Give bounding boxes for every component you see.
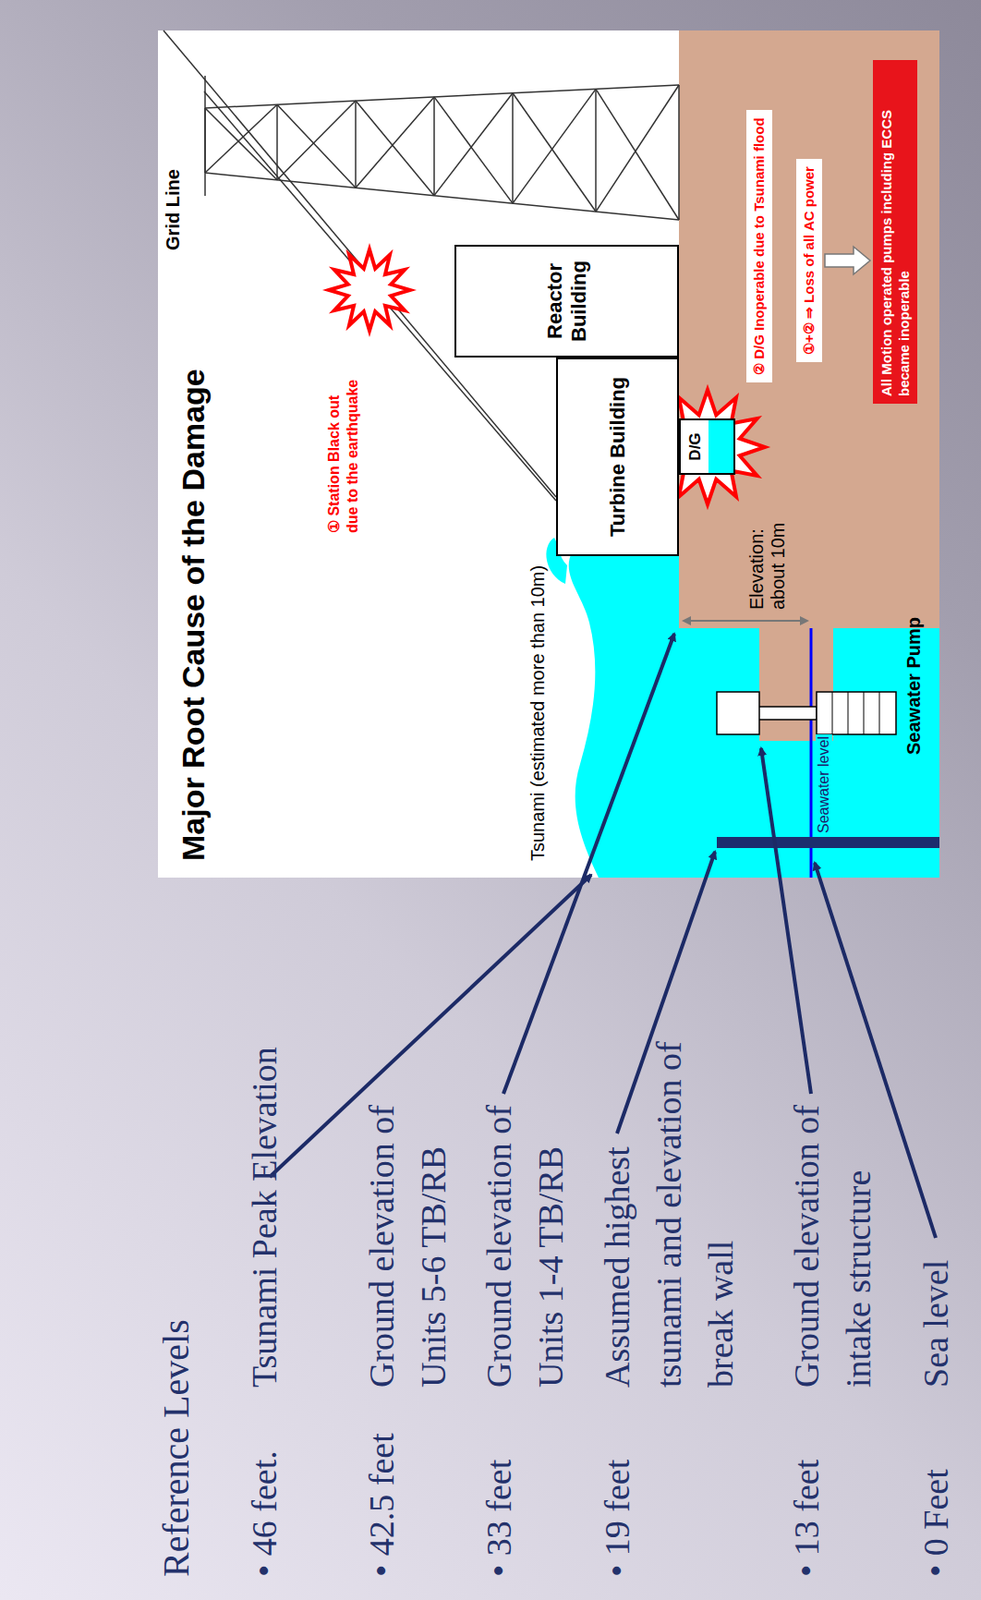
level-value: • 46 feet. [238, 1450, 291, 1577]
elevation-dimension [683, 619, 808, 622]
diagram-title: Major Root Cause of the Damage [175, 368, 212, 861]
alert-box: All Motion operated pumps including ECCS… [872, 60, 918, 404]
level-value: • 42.5 feet [355, 1432, 408, 1577]
break-wall [716, 836, 940, 848]
damage-stars [328, 249, 765, 505]
pump-body [816, 691, 897, 735]
level-description: Ground elevation of Units 5-6 TB/RB [355, 1036, 460, 1388]
pump-label: Seawater Pump [903, 617, 925, 755]
level-value: • 13 feet [780, 1459, 833, 1577]
node-text: Turbine Building [605, 376, 630, 537]
reactor-building: Reactor Building [454, 244, 679, 358]
level-description: Tsunami Peak Elevation [238, 1036, 291, 1388]
level-value: • 0 Feet [909, 1468, 962, 1577]
level-description: Ground elevation of intake structure [780, 1036, 885, 1388]
picture-ground [157, 30, 940, 878]
level-value: • 33 feet [472, 1459, 525, 1577]
node-text: D/G [686, 420, 705, 473]
turbine-building: Turbine Building [556, 357, 679, 557]
level-description: Ground elevation of Units 1-4 TB/RB [472, 1036, 577, 1388]
node-text: ② D/G Inoperable due to Tsunami flood [750, 117, 768, 376]
node-text: ①+② ⇒ Loss of all AC power [800, 166, 818, 355]
node-text: All Motion operated pumps including ECCS… [877, 67, 913, 397]
level-description: Assumed highest tsunami and elevation of… [591, 1036, 747, 1388]
cause-note: ① Station Black out due to the earthquak… [325, 368, 363, 533]
block-arrow [824, 246, 871, 275]
diesel-generator: D/G [678, 418, 736, 475]
note-box: ①+② ⇒ Loss of all AC power [796, 158, 823, 363]
section-heading: Reference Levels [153, 1319, 200, 1577]
grid-label: Grid Line [162, 169, 184, 251]
tsunami-label: Tsunami (estimated more than 10m) [527, 565, 549, 861]
pump-shaft [757, 706, 817, 720]
note-box: ② D/G Inoperable due to Tsunami flood [746, 109, 773, 383]
transmission-tower [205, 75, 679, 220]
elevation-label: Elevation: about 10m [746, 508, 789, 610]
seawater-level-label: Seawater level [815, 734, 833, 836]
level-description: Sea level [909, 1036, 962, 1388]
node-text: Reactor Building [543, 250, 592, 352]
site-ground [678, 30, 940, 629]
pump-motor [716, 691, 760, 735]
level-value: • 19 feet [591, 1459, 643, 1577]
